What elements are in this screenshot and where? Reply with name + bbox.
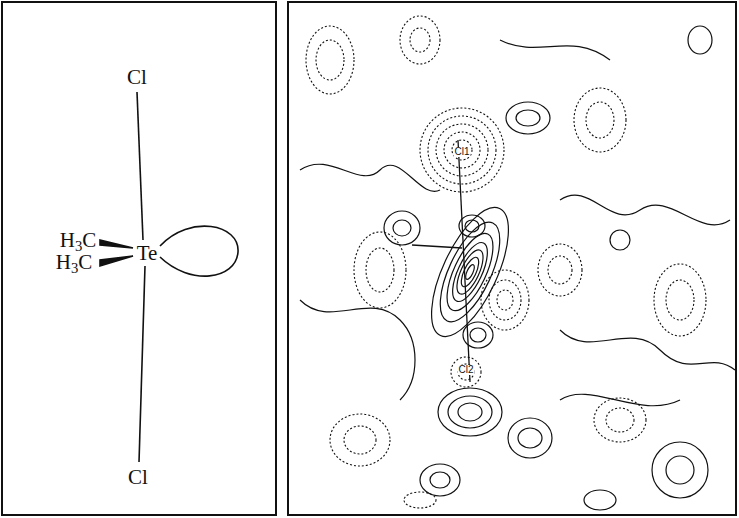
- atom-label: H3C: [59, 230, 98, 253]
- atom-label: Cl: [126, 67, 148, 88]
- atom-tag: Cl1: [453, 147, 470, 157]
- atom-label: H3C: [55, 252, 94, 275]
- atom-label: Te: [136, 243, 159, 264]
- atom-label: Cl: [127, 467, 149, 488]
- atom-tag: Cl2: [457, 365, 474, 375]
- left-panel: [2, 2, 276, 515]
- contour-map: [300, 26, 735, 510]
- structure: [100, 92, 238, 462]
- right-panel: [288, 2, 736, 515]
- negative-contours: [306, 16, 706, 508]
- bond-axis: [412, 140, 470, 382]
